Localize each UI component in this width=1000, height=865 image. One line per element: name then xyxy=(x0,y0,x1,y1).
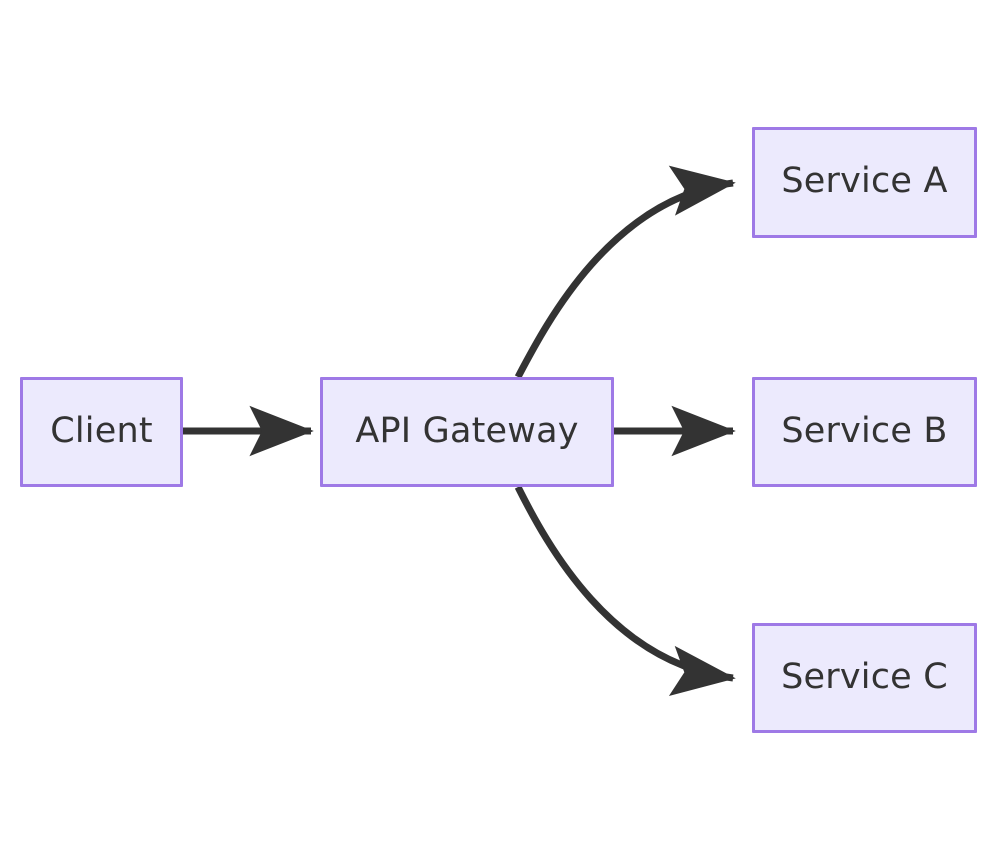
node-service-c-label: Service C xyxy=(781,656,948,697)
node-service-b[interactable]: Service B xyxy=(752,377,977,487)
node-api-gateway-label: API Gateway xyxy=(355,410,579,451)
edge-gateway-to-service-a xyxy=(514,165,736,379)
node-api-gateway[interactable]: API Gateway xyxy=(320,377,614,487)
node-service-a[interactable]: Service A xyxy=(752,127,977,238)
node-service-c[interactable]: Service C xyxy=(752,623,977,733)
node-client[interactable]: Client xyxy=(20,377,183,487)
node-service-b-label: Service B xyxy=(781,410,948,451)
node-service-a-label: Service A xyxy=(781,161,948,201)
edge-gateway-to-service-c xyxy=(514,485,736,696)
node-client-label: Client xyxy=(50,410,153,451)
